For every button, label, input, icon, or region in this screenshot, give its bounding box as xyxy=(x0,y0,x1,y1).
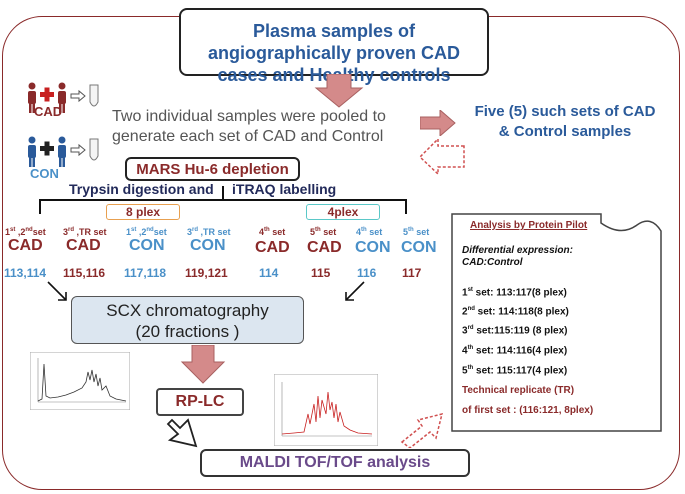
scx-line-1: SCX chromatography xyxy=(106,301,269,320)
con-people-icon xyxy=(28,136,99,167)
analysis-line-6: Technical replicate (TR) xyxy=(462,385,575,396)
down-arrow-title xyxy=(314,74,364,108)
analysis-line-3: 3rd set:115:119 (8 plex) xyxy=(462,325,568,337)
analysis-panel xyxy=(451,213,662,432)
scx-box: SCX chromatography (20 fractions ) xyxy=(71,296,304,344)
col8-group: CON xyxy=(401,239,437,256)
col7-set-label: 4th set xyxy=(356,227,383,237)
dashed-arrow-back xyxy=(418,138,465,176)
arrow-right-to-scx xyxy=(345,281,365,301)
five-sets-line-1: Five (5) such sets of CAD xyxy=(474,103,656,120)
pooled-line-2: generate each set of CAD and Control xyxy=(112,128,384,145)
mars-depletion-box: MARS Hu-6 depletion xyxy=(125,157,300,181)
col2-group: CAD xyxy=(66,237,101,254)
col2-tags: 115,116 xyxy=(63,266,106,280)
analysis-line-5: 5th set: 115:117(4 plex) xyxy=(462,365,568,377)
maldi-box: MALDI TOF/TOF analysis xyxy=(200,449,470,477)
itraq-text: iTRAQ labelling xyxy=(232,181,337,197)
col6-set-label: 5th set xyxy=(310,227,337,237)
analysis-diff-line-1: Differential expression: xyxy=(462,245,573,256)
plex8-box: 8 plex xyxy=(106,204,180,220)
pooled-text: Two individual samples were pooled to ge… xyxy=(112,107,432,147)
plex4-box: 4plex xyxy=(306,204,380,220)
col4-set-label: 3rd ,TR set xyxy=(187,227,231,237)
title-line-1: Plasma samples of xyxy=(252,21,416,41)
col3-set-label: 1st ,2ndset xyxy=(126,227,167,237)
col1-tags: 113,114 xyxy=(4,266,47,280)
col8-set-label: 5th set xyxy=(403,227,430,237)
five-sets-text: Five (5) such sets of CAD & Control samp… xyxy=(455,102,675,142)
analysis-title: Analysis by Protein Pilot xyxy=(470,220,588,231)
pooled-line-1: Two individual samples were pooled to xyxy=(112,108,386,125)
cad-icon-label: CAD xyxy=(34,104,63,119)
dashed-arrow-analysis xyxy=(400,412,444,448)
col5-group: CAD xyxy=(255,239,290,256)
col6-tags: 115 xyxy=(311,266,331,280)
arrow-left-to-scx xyxy=(47,281,67,301)
analysis-line-2: 2nd set: 114:118(8 plex) xyxy=(462,306,569,318)
analysis-line-1: 1st set: 113:117(8 plex) xyxy=(462,287,567,299)
title-box: Plasma samples of angiographically prove… xyxy=(179,8,489,85)
cad-people-icon xyxy=(28,82,99,113)
scx-chromatogram-thumbnail xyxy=(30,352,130,410)
col4-tags: 119,121 xyxy=(185,266,228,280)
analysis-line-4: 4th set: 114:116(4 plex) xyxy=(462,345,568,357)
col8-tags: 117 xyxy=(402,266,422,280)
col3-group: CON xyxy=(129,237,165,254)
col5-set-label: 4th set xyxy=(259,227,286,237)
scx-line-2: (20 fractions ) xyxy=(135,322,240,341)
col2-set-label: 3rd ,TR set xyxy=(63,227,107,237)
col5-tags: 114 xyxy=(259,266,279,280)
col1-set-label: 1st ,2ndset xyxy=(5,227,46,237)
col3-tags: 117,118 xyxy=(124,266,167,280)
col6-group: CAD xyxy=(307,239,342,256)
col7-tags: 116 xyxy=(357,266,377,280)
right-arrow-sets xyxy=(420,110,456,136)
con-icon-label: CON xyxy=(30,166,59,181)
title-line-2: angiographically proven CAD xyxy=(207,43,461,63)
analysis-diff-line-2: CAD:Control xyxy=(462,257,523,268)
col4-group: CON xyxy=(190,237,226,254)
five-sets-line-2: & Control samples xyxy=(498,123,632,140)
rplc-chromatogram-thumbnail xyxy=(274,374,378,446)
down-arrow-scx xyxy=(180,345,226,384)
col1-group: CAD xyxy=(8,237,43,254)
rplc-box: RP-LC xyxy=(156,388,244,416)
hollow-arrow-maldi xyxy=(166,418,198,448)
col7-group: CON xyxy=(355,239,391,256)
labelling-bracket xyxy=(39,186,407,214)
analysis-line-7: of first set : (116:121, 8plex) xyxy=(462,405,594,416)
trypsin-text: Trypsin digestion and xyxy=(69,181,214,197)
